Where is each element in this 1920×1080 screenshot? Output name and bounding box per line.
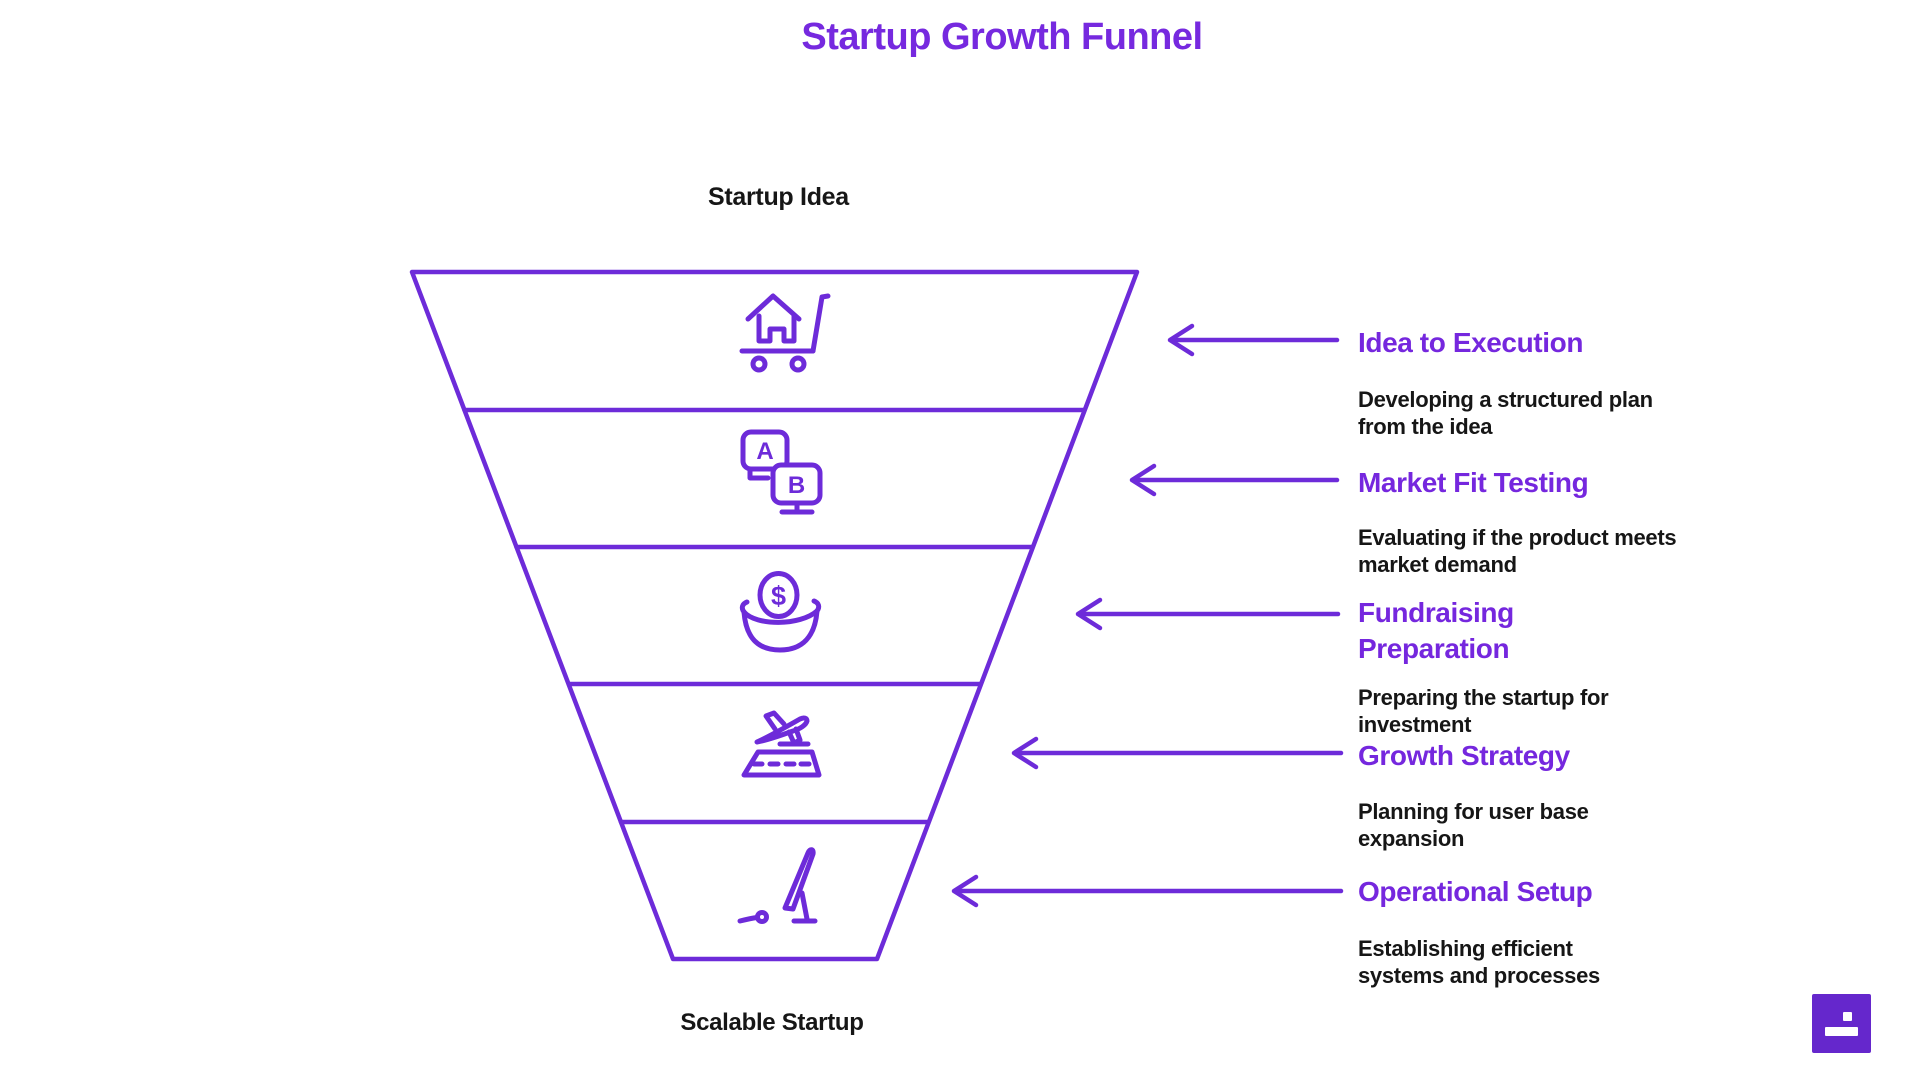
house-cart-icon bbox=[739, 293, 831, 373]
stage-label-market-fit-testing: Market Fit Testing bbox=[1358, 467, 1589, 498]
dollar-glyph: $ bbox=[771, 581, 786, 611]
logo-bar bbox=[1825, 1027, 1858, 1036]
left-arrow-icon bbox=[1129, 463, 1340, 497]
logo-dot bbox=[1843, 1012, 1852, 1021]
stage-desc-market-fit-testing: Evaluating if the product meets market d… bbox=[1358, 525, 1677, 577]
stage-label-growth-strategy: Growth Strategy bbox=[1358, 740, 1570, 771]
brand-logo[interactable] bbox=[1812, 994, 1871, 1053]
left-arrow-icon bbox=[951, 874, 1344, 908]
funnel-dividers bbox=[462, 407, 1087, 825]
stage-desc-growth-strategy: Planning for user base expansion bbox=[1358, 799, 1589, 851]
stage-desc-fundraising-preparation: Preparing the startup for investment bbox=[1358, 685, 1609, 737]
stage-desc-idea-to-execution: Developing a structured plan from the id… bbox=[1358, 387, 1653, 439]
stage-label-operational-setup: Operational Setup bbox=[1358, 876, 1593, 907]
stage-label-fundraising-preparation: Fundraising Preparation bbox=[1358, 597, 1514, 664]
left-arrow-icon bbox=[1167, 323, 1340, 357]
stage-arrows bbox=[951, 323, 1344, 908]
workstation-icon bbox=[737, 847, 818, 924]
variant-b-glyph: B bbox=[788, 472, 805, 499]
stage-desc-operational-setup: Establishing efficient systems and proce… bbox=[1358, 936, 1600, 988]
funnel-input-label: Startup Idea bbox=[708, 183, 849, 211]
page-title: Startup Growth Funnel bbox=[801, 16, 1203, 58]
left-arrow-icon bbox=[1011, 736, 1344, 770]
left-arrow-icon bbox=[1075, 597, 1341, 631]
plane-takeoff-icon bbox=[741, 710, 822, 778]
variant-a-glyph: A bbox=[756, 438, 773, 465]
coin-bowl-icon: $ bbox=[739, 571, 822, 653]
ab-testing-monitors-icon: A B bbox=[740, 429, 823, 515]
stage-label-idea-to-execution: Idea to Execution bbox=[1358, 327, 1584, 358]
funnel-outline bbox=[409, 269, 1140, 962]
funnel-output-label: Scalable Startup bbox=[680, 1009, 864, 1036]
